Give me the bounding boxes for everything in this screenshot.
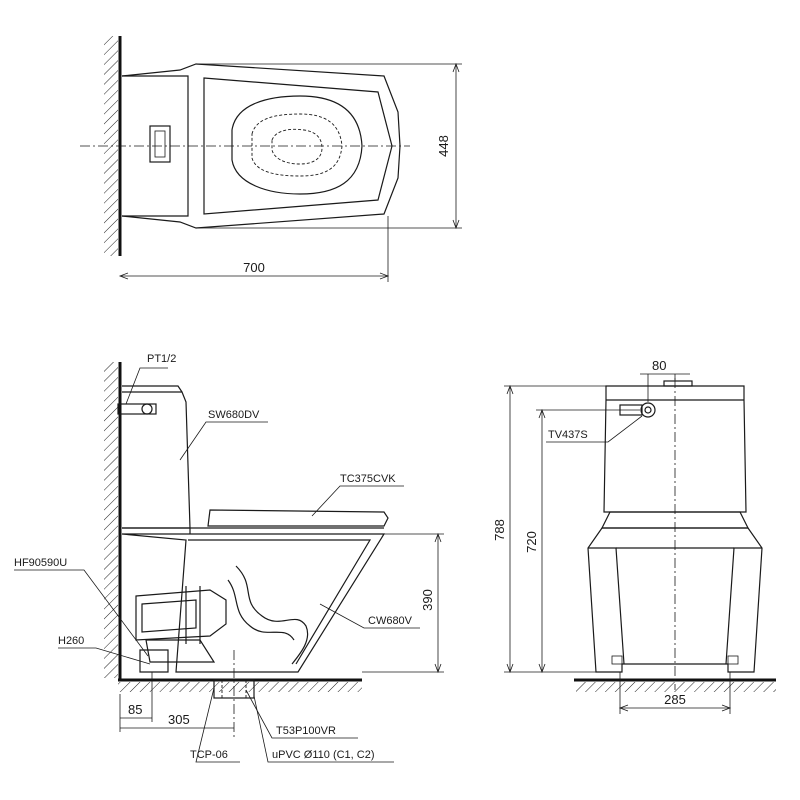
dim-85-label: 85 [128, 702, 142, 717]
label-pipe: uPVC Ø110 (C1, C2) [272, 749, 375, 761]
front-bowl-facet-left [588, 547, 625, 665]
dim-305-label: 305 [168, 712, 190, 727]
side-connector-inner [141, 599, 197, 633]
side-connector-foot [139, 649, 169, 673]
side-supply-valve-knob [141, 403, 153, 415]
front-bolt-left [611, 655, 623, 665]
label-flange: T53P100VR [276, 725, 336, 737]
leader-flange [245, 689, 358, 739]
leader-hose [14, 569, 149, 657]
front-bowl-facet-right [725, 547, 762, 665]
front-valve-core [644, 406, 652, 414]
dim-448-arrow-bottom [452, 219, 460, 230]
side-connector-base [145, 639, 216, 663]
label-tcp: TCP-06 [190, 749, 228, 761]
leader-tcp [195, 687, 240, 763]
dim-788-label: 788 [492, 519, 507, 541]
leader-valve [546, 415, 643, 443]
side-bowl-inner [188, 539, 372, 665]
side-tank-lid [122, 385, 183, 393]
top-bowl-rim [231, 95, 363, 195]
label-hose: HF90590U [14, 557, 67, 569]
top-view: 448 700 [80, 36, 462, 282]
front-floor-hatch [576, 682, 776, 692]
dim-788-arrow-top [506, 384, 514, 395]
top-drain [271, 128, 323, 165]
dim-285-arrow-left [618, 704, 629, 712]
dim-788-arrow-bottom [506, 663, 514, 674]
dim-700-arrow-left [118, 272, 129, 280]
label-h260: H260 [58, 635, 84, 647]
dim-720-arrow-bottom [538, 663, 546, 674]
side-trapway-inner [227, 579, 295, 641]
side-seat [207, 509, 389, 527]
top-flush-button-inner [154, 130, 166, 158]
dim-448-label: 448 [436, 135, 451, 157]
side-connector [135, 589, 227, 641]
label-valve: TV437S [548, 429, 588, 441]
side-view: 390 85 305 PT1/2 SW680DV TC375CVK CW680V… [14, 353, 444, 763]
front-view: 80 788 720 TV437S 285 [492, 358, 776, 714]
front-bolt-right [727, 655, 739, 665]
front-flush-button [663, 380, 693, 387]
side-bowl [121, 533, 386, 673]
dim-448-arrow-top [452, 62, 460, 73]
label-pt: PT1/2 [147, 353, 176, 365]
leader-seat [311, 485, 404, 517]
label-bowl: CW680V [368, 615, 413, 627]
dim-720-arrow-top [538, 408, 546, 419]
side-wall-hatch [104, 362, 118, 678]
dim-285-label: 285 [664, 692, 686, 707]
top-flush-button [149, 125, 171, 163]
dim-700-arrow-right [379, 272, 390, 280]
dim-720-label: 720 [524, 531, 539, 553]
leader-bowl [319, 603, 420, 629]
dim-700-label: 700 [243, 260, 265, 275]
label-tank: SW680DV [208, 409, 260, 421]
label-seat: TC375CVK [340, 473, 396, 485]
leader-h260 [58, 647, 151, 665]
leader-tank [179, 421, 268, 461]
top-bowl-inner [251, 113, 343, 177]
dim-80-label: 80 [652, 358, 666, 373]
leader-pt [125, 367, 168, 405]
dim-390-arrow-top [434, 532, 442, 543]
front-valve [640, 402, 656, 418]
dim-390-arrow-bottom [434, 663, 442, 674]
side-floor-hatch [118, 682, 362, 692]
leader-pipe [253, 695, 394, 763]
side-supply-valve [117, 403, 157, 415]
top-seat-outline [203, 77, 393, 215]
dim-285-arrow-right [721, 704, 732, 712]
side-trapway [235, 565, 309, 665]
dim-390-label: 390 [420, 589, 435, 611]
